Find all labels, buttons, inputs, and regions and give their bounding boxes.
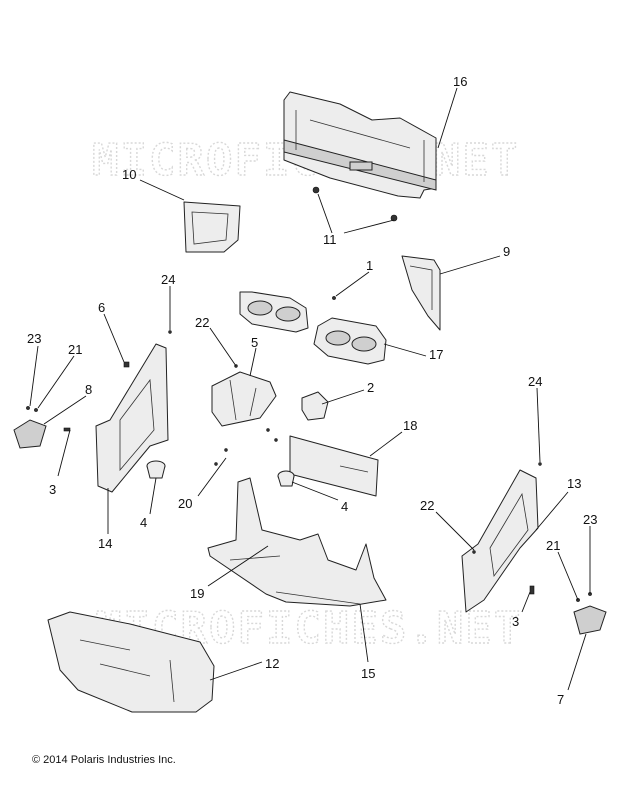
part-8-grab-handle	[13, 419, 47, 449]
part-5-center-bracket	[211, 371, 277, 427]
callout-5: 5	[251, 335, 258, 350]
callout-8: 8	[85, 382, 92, 397]
callout-21-left: 21	[68, 342, 82, 357]
callout-6: 6	[98, 300, 105, 315]
callout-2: 2	[367, 380, 374, 395]
callout-15: 15	[361, 666, 375, 681]
callout-16: 16	[453, 74, 467, 89]
callout-24-left: 24	[161, 272, 175, 287]
part-10-side-panel	[183, 201, 241, 253]
part-16-rear-panel	[283, 91, 437, 199]
callout-19: 19	[190, 586, 204, 601]
part-2-bracket	[301, 391, 329, 421]
callout-24-right: 24	[528, 374, 542, 389]
callout-22-right: 22	[420, 498, 434, 513]
callout-7: 7	[557, 692, 564, 707]
callout-14: 14	[98, 536, 112, 551]
callout-17: 17	[429, 347, 443, 362]
callout-21-right: 21	[546, 538, 560, 553]
callout-23-right: 23	[583, 512, 597, 527]
part-14-left-trim	[95, 343, 169, 493]
part-4-cap-a	[146, 460, 166, 479]
callout-10: 10	[122, 167, 136, 182]
callout-9: 9	[503, 244, 510, 259]
leader-lines	[29, 87, 591, 691]
callout-1: 1	[366, 258, 373, 273]
part-18-panel	[289, 435, 379, 497]
callout-3-left: 3	[49, 482, 56, 497]
callout-20: 20	[178, 496, 192, 511]
callout-4-center: 4	[341, 499, 348, 514]
part-4-cap-b	[277, 470, 295, 487]
callout-3-right: 3	[512, 614, 519, 629]
part-13-right-trim	[461, 469, 539, 613]
cup-holder-tray-upper	[239, 291, 309, 333]
part-17-cup-holder-tray	[313, 317, 387, 365]
part-7-grab-handle	[573, 605, 607, 635]
part-9-side-panel	[401, 255, 441, 331]
callout-18: 18	[403, 418, 417, 433]
part-12-front-dash	[47, 611, 215, 713]
callout-11: 11	[323, 232, 337, 247]
part-19-floor-panel	[207, 477, 387, 607]
fasteners	[26, 186, 592, 602]
callout-22-left: 22	[195, 315, 209, 330]
callout-23-left: 23	[27, 331, 41, 346]
copyright-notice: © 2014 Polaris Industries Inc.	[32, 754, 176, 766]
callout-12: 12	[265, 656, 279, 671]
callout-4-left: 4	[140, 515, 147, 530]
callout-13: 13	[567, 476, 581, 491]
